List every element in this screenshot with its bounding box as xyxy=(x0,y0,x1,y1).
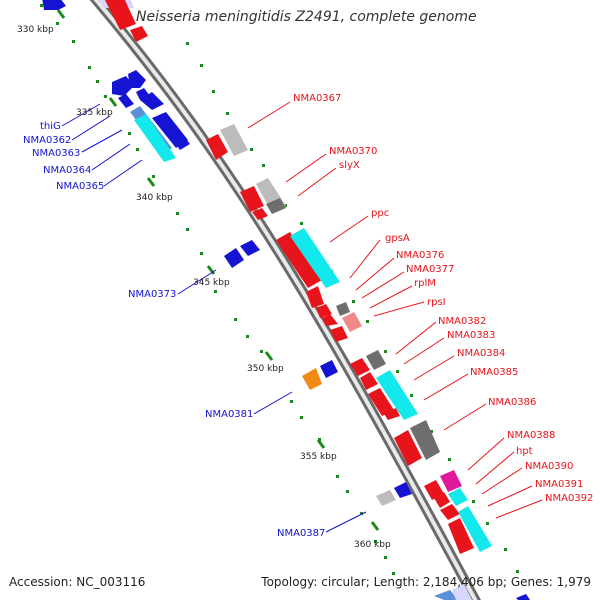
gene-label[interactable]: NMA0387 xyxy=(277,528,326,539)
gene-label[interactable]: hpt xyxy=(516,446,533,457)
genes-value: 1,979 xyxy=(556,575,591,589)
feature-NMA0363-b xyxy=(140,92,164,110)
feature-NMA0392 xyxy=(448,518,474,554)
feature-NMA0384 xyxy=(368,388,394,416)
scale-label: 355 kbp xyxy=(300,452,337,462)
feature-hpt xyxy=(440,470,462,492)
feature-NMA0390 xyxy=(434,492,450,508)
scale-label: 330 kbp xyxy=(17,25,54,35)
gene-label[interactable]: thiG xyxy=(40,121,61,132)
feature-NMA0373 xyxy=(224,248,244,268)
feature-slyX-b xyxy=(266,198,286,214)
feature-NMA0385 xyxy=(384,408,400,420)
genome-backbone xyxy=(89,0,481,600)
gene-label[interactable]: NMA0382 xyxy=(438,316,487,327)
feature-top-red-1 xyxy=(105,0,136,30)
genes-label: Genes: xyxy=(510,575,553,589)
gene-label[interactable]: NMA0386 xyxy=(488,397,537,408)
feature-NMA0373-b xyxy=(240,240,260,256)
feature-NMA0382 xyxy=(350,358,370,376)
feature-top-left-1 xyxy=(42,0,66,10)
feature-gpsA xyxy=(306,286,324,308)
gene-label[interactable]: gpsA xyxy=(385,233,410,244)
feature-ppc xyxy=(276,232,322,288)
genome-summary: Topology: circular; Length: 2,184,406 bp… xyxy=(261,575,591,589)
feature-top-red-2 xyxy=(130,26,148,42)
feature-NMA0381 xyxy=(302,368,322,390)
feature-NMA0387 xyxy=(376,490,396,506)
gene-label[interactable]: NMA0370 xyxy=(329,146,378,157)
gene-label[interactable]: NMA0392 xyxy=(545,493,594,504)
feature-NMA0383 xyxy=(360,372,378,390)
feature-NMA0382-gray xyxy=(366,350,386,370)
feature-NMA0362 xyxy=(128,70,146,88)
gene-label[interactable]: NMA0388 xyxy=(507,430,556,441)
reverse-strand-features xyxy=(42,0,530,600)
gene-label[interactable]: NMA0376 xyxy=(396,250,445,261)
feature-NMA0384-cyan xyxy=(376,370,418,420)
topology-value: circular xyxy=(321,575,366,589)
feature-thiG-block xyxy=(112,76,134,96)
gene-label[interactable]: slyX xyxy=(339,160,360,171)
gene-label[interactable]: NMA0385 xyxy=(470,367,519,378)
genome-title: Neisseria meningitidis Z2491, complete g… xyxy=(136,9,477,25)
length-label: Length: xyxy=(373,575,420,589)
feature-NMA0365-b xyxy=(166,126,190,150)
gene-label[interactable]: NMA0373 xyxy=(128,289,177,300)
gene-label[interactable]: NMA0390 xyxy=(525,461,574,472)
gene-label[interactable]: NMA0367 xyxy=(293,93,342,104)
gene-label[interactable]: NMA0363 xyxy=(32,148,81,159)
feature-NMA0363 xyxy=(118,94,134,108)
gene-label[interactable]: NMA0384 xyxy=(457,348,506,359)
feature-ppc-cyan xyxy=(290,228,340,288)
accession-info: Accession: NC_003116 xyxy=(9,575,145,589)
feature-NMA0391-cyan xyxy=(458,506,492,552)
gene-label[interactable]: NMA0381 xyxy=(205,409,254,420)
feature-NMA0386-gray xyxy=(410,420,440,460)
feature-NMA0367-red xyxy=(206,134,228,160)
feature-bottom-pale xyxy=(452,584,472,600)
scale-tick-bars xyxy=(56,9,380,531)
gene-label[interactable]: NMA0377 xyxy=(406,264,455,275)
feature-NMA0387-b xyxy=(394,482,412,498)
feature-NMA0390-cyan xyxy=(448,488,468,506)
gene-label[interactable]: NMA0391 xyxy=(535,479,584,490)
feature-NMA0370 xyxy=(240,186,264,212)
feature-rpsI xyxy=(330,326,348,342)
feature-NMA0376 xyxy=(316,304,332,318)
scale-label: 360 kbp xyxy=(354,540,391,550)
feature-NMA0367-gray xyxy=(220,124,248,156)
length-value: 2,184,406 bp xyxy=(422,575,503,589)
feature-rplM-pink xyxy=(342,312,362,332)
feature-bottom-blue xyxy=(434,590,458,600)
feature-rplM xyxy=(336,302,350,316)
callout-lines-reverse xyxy=(61,103,367,533)
accession-label: Accession: xyxy=(9,575,73,589)
scale-label: 345 kbp xyxy=(193,278,230,288)
scale-label: 335 kbp xyxy=(76,108,113,118)
gene-label[interactable]: NMA0364 xyxy=(43,165,92,176)
forward-strand-features xyxy=(105,0,492,600)
gene-label[interactable]: ppc xyxy=(371,208,390,219)
gene-label[interactable]: NMA0383 xyxy=(447,330,496,341)
gene-label[interactable]: rplM xyxy=(414,278,436,289)
callout-lines-forward xyxy=(247,101,543,519)
topology-label: Topology: xyxy=(261,575,318,589)
feature-NMA0364-b xyxy=(134,114,176,162)
gene-label[interactable]: NMA0362 xyxy=(23,135,72,146)
scale-label: 340 kbp xyxy=(136,193,173,203)
accession-value: NC_003116 xyxy=(76,575,146,589)
feature-NMA0381-b xyxy=(320,360,338,378)
feature-NMA0391 xyxy=(440,504,460,520)
feature-NMA0370-b xyxy=(252,208,268,220)
gene-label[interactable]: NMA0365 xyxy=(56,181,105,192)
feature-NMA0377 xyxy=(322,314,338,326)
feature-NMA0386 xyxy=(394,430,422,466)
gene-label[interactable]: rpsI xyxy=(427,297,446,308)
scale-label: 350 kbp xyxy=(247,364,284,374)
feature-bottom-right xyxy=(516,594,530,600)
